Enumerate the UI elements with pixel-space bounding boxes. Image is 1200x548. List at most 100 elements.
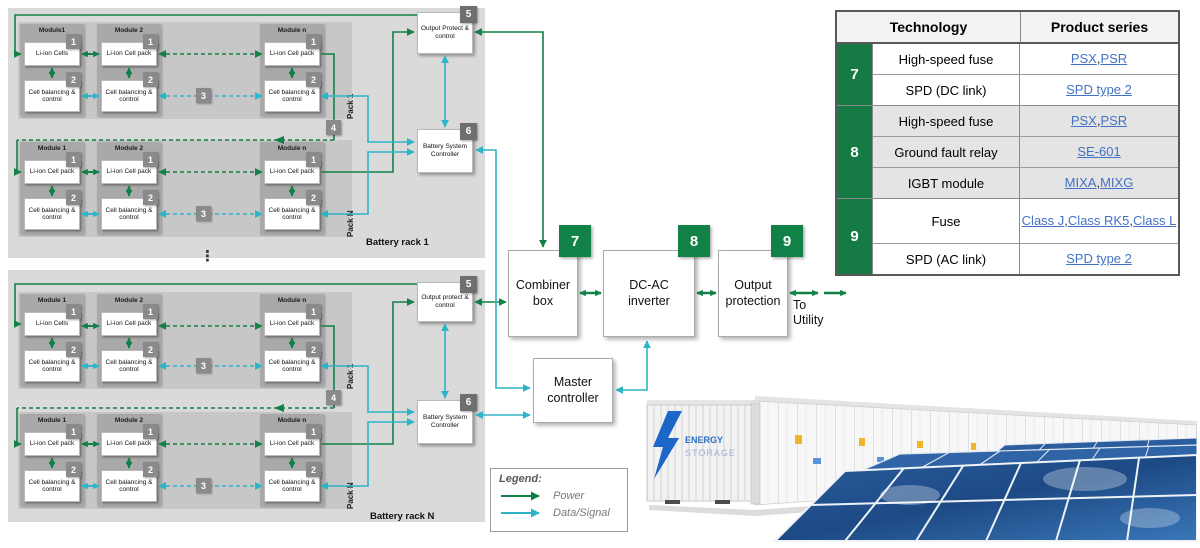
product-text: , [1096, 175, 1101, 191]
product-link[interactable]: SPD type 2 [1066, 82, 1132, 98]
rack-label: Battery rack 1 [366, 237, 429, 248]
module-title: Module 2 [114, 145, 144, 152]
product-link[interactable]: SE-601 [1077, 144, 1121, 160]
badge-7: 7 [559, 225, 591, 257]
badge-8: 8 [678, 225, 710, 257]
product-link[interactable]: PSX [1070, 113, 1097, 129]
battery-system-controller-box: Battery System Controller [417, 129, 473, 173]
cell-balancing-box: Cell balancing & control [264, 350, 320, 382]
product-series-cell: MIXA, MIXG [1020, 168, 1178, 198]
data-signal-arrow-icon [501, 508, 540, 518]
product-link[interactable]: MIXG [1100, 175, 1134, 191]
badge-2: 2 [306, 462, 321, 477]
technology-cell: IGBT module [873, 168, 1020, 198]
module-title: Module 2 [114, 297, 144, 304]
badge-6: 6 [460, 123, 477, 140]
badge-1: 1 [143, 424, 158, 439]
product-link[interactable]: Class RK5 [1067, 213, 1130, 229]
badge-2: 2 [143, 190, 158, 205]
product-link[interactable]: Class L [1132, 213, 1177, 229]
brand-energy: ENERGY [685, 435, 723, 445]
legend-power-label: Power [553, 490, 585, 502]
table-row: Ground fault relay SE-601 [873, 136, 1178, 167]
li-ion-cell-box: Li-ion Cell pack [24, 160, 80, 184]
product-series-cell: SE-601 [1020, 137, 1178, 167]
product-link[interactable]: MIXA [1064, 175, 1097, 191]
technology-cell: High-speed fuse [873, 44, 1020, 74]
power-arrow-icon [501, 491, 540, 501]
module-title: Module1 [38, 27, 66, 34]
badge-1: 1 [306, 304, 321, 319]
product-link[interactable]: SPD type 2 [1066, 251, 1132, 267]
badge-1: 1 [66, 304, 81, 319]
table-row: SPD (DC link) SPD type 2 [873, 74, 1178, 105]
product-link[interactable]: PSR [1100, 51, 1128, 67]
badge-1: 1 [306, 152, 321, 167]
badge-1: 1 [143, 152, 158, 167]
output-protection-box: Output protection [718, 250, 788, 337]
product-series-cell: SPD type 2 [1020, 75, 1178, 105]
product-link[interactable]: Class J [1021, 213, 1065, 229]
module-title: Module 1 [37, 145, 67, 152]
energy-storage-container: ENERGY STORAGE [646, 400, 761, 505]
table-row: SPD (AC link) SPD type 2 [873, 243, 1178, 274]
legend-data-signal-label: Data/Signal [553, 507, 610, 519]
technology-cell: SPD (AC link) [873, 244, 1020, 274]
lightning-bolt-icon [653, 411, 682, 479]
module-title: Module 1 [37, 297, 67, 304]
technology-cell: Ground fault relay [873, 137, 1020, 167]
product-text: , [1096, 113, 1101, 129]
pack-label: Pack N [346, 482, 355, 509]
module-title: Module n [277, 27, 307, 34]
product-series-cell: PSX, PSR [1020, 44, 1178, 74]
badge-6: 6 [460, 394, 477, 411]
badge-2: 2 [143, 72, 158, 87]
module-title: Module 2 [114, 417, 144, 424]
badge-5: 5 [460, 6, 477, 23]
technology-cell: High-speed fuse [873, 106, 1020, 136]
brand-storage: STORAGE [685, 448, 736, 458]
badge-3: 3 [196, 206, 211, 221]
battery-system-controller-box: Battery System Controller [417, 400, 473, 444]
product-link[interactable]: PSR [1100, 113, 1128, 129]
badge-2: 2 [143, 462, 158, 477]
module-title: Module n [277, 145, 307, 152]
rack-separator-dots: ⋮ [200, 247, 215, 265]
product-series-cell: PSX, PSR [1020, 106, 1178, 136]
badge-2: 2 [66, 72, 81, 87]
badge-2: 2 [306, 72, 321, 87]
product-series-cell: Class J,Class RK5, Class L [1020, 199, 1178, 243]
cell-balancing-box: Cell balancing & control [24, 350, 80, 382]
product-link[interactable]: PSX [1070, 51, 1097, 67]
table-header-product-series: Product series [1050, 19, 1149, 35]
solar-panels [772, 437, 1197, 542]
technology-cell: SPD (DC link) [873, 75, 1020, 105]
badge-2: 2 [306, 190, 321, 205]
container-roof-strip [755, 396, 1197, 425]
module-title: Module n [277, 297, 307, 304]
badge-2: 2 [66, 462, 81, 477]
product-text: , [1129, 213, 1133, 229]
dc-ac-inverter-box: DC-AC inverter [603, 250, 695, 337]
